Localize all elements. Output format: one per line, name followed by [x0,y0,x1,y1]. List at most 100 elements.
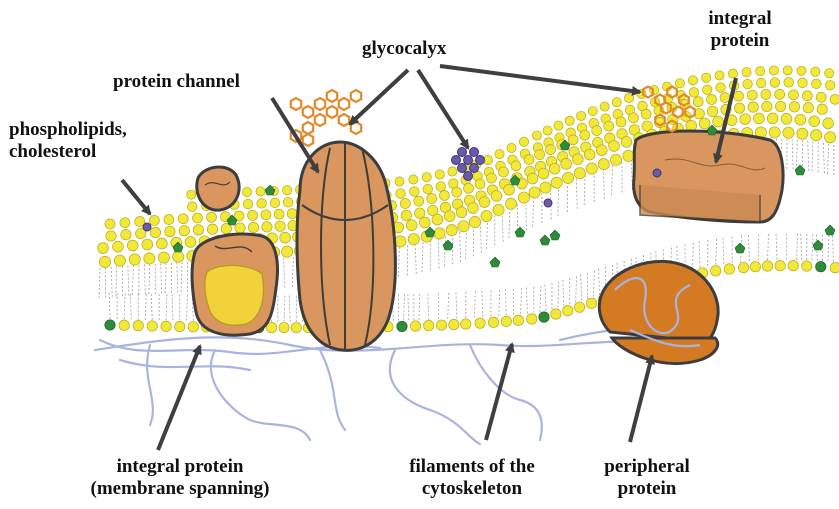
phospholipid-head [728,69,737,78]
phospholipid-head [612,98,621,107]
label-phospholipids-line2: cholesterol [9,141,127,163]
phospholipid-head [554,121,563,130]
phospholipid-head [532,131,541,140]
arrow-icon [630,356,652,442]
phospholipid-head [563,172,574,183]
phospholipid-head [495,149,504,158]
arrow-icon [440,66,640,92]
phospholipid-head [242,187,251,196]
phospholipid-head [274,209,284,219]
phospholipid-head [414,196,424,206]
phospholipid-head [783,127,794,138]
phospholipid-head [106,231,116,241]
filament [320,350,345,430]
phospholipid-head [577,111,586,120]
phospholipid-head [702,73,711,82]
sugar-ring [339,114,349,126]
phospholipid-head [650,86,659,95]
phospholipid-head [188,322,198,332]
phospholipid-head [715,71,724,80]
phospholipid-head [769,66,778,75]
label-filaments-line2: cytoskeleton [372,478,572,500]
phospholipid-head [261,210,271,220]
phospholipid-head [436,320,446,330]
phospholipid-head [161,321,171,331]
arrow-icon [122,180,150,214]
phospholipid-head [563,306,573,316]
integral-protein-core [205,265,264,325]
phospholipid-head [830,262,839,272]
phospholipid-head [243,199,253,209]
phospholipid-head [788,261,798,271]
filament [390,350,480,444]
phospholipid-head [574,302,584,312]
filament [211,350,310,440]
peripheral-protein [599,261,718,342]
phospholipid-head [446,224,457,235]
phospholipid-head [113,241,124,252]
phospholipid-head [396,189,406,199]
phospholipid-head [761,89,771,99]
sugar-bead [458,164,467,173]
phospholipid-head [280,232,291,243]
phospholipid-head [475,318,485,328]
phospholipid-head [561,158,572,169]
phospholipid-head [592,126,602,136]
filament [120,360,250,370]
phospholipid-head [762,101,772,111]
sugar-ring [351,90,361,102]
label-protein-channel: protein channel [113,71,240,93]
phospholipid-head [256,187,265,196]
phospholipid-head [586,298,596,308]
label-phospholipids: phospholipids, cholesterol [9,119,127,163]
phospholipid-head [809,116,820,127]
phospholipid-head [616,117,626,127]
phospholipid-head [817,104,827,114]
label-integral-bottom-line1: integral protein [60,456,300,478]
phospholipid-head [688,76,697,85]
phospholipid-head [769,127,780,138]
phospholipid-head [435,170,444,179]
phospholipid-head [185,237,196,248]
phospholipid-head [491,191,502,202]
phospholipid-head [406,220,417,231]
phospholipid-head [519,137,528,146]
phospholipid-head [628,113,638,123]
label-integral-protein-top: integral protein [695,8,785,52]
phospholipid-head [401,210,411,220]
label-integral-bottom-line2: (membrane spanning) [60,478,300,500]
phospholipid-head [675,79,684,88]
sugar-ring [303,134,313,146]
phospholipid-head [734,91,744,101]
phospholipid-head [488,317,498,327]
arrow-icon [158,346,200,450]
phospholipid-head [724,264,734,274]
filament [147,345,153,425]
phospholipid-head [824,132,835,143]
phospholipid-head [775,89,785,99]
phospholipid-head [775,261,785,271]
phospholipid-head [504,184,515,195]
phospholipid-head [621,137,632,148]
phospholipid-head [716,83,726,93]
phospholipid-head [427,193,437,203]
phospholipid-head [499,167,509,177]
phospholipid-head [811,130,822,141]
phospholipid-head [707,106,717,116]
phospholipid-head [475,179,485,189]
phospholipid-head [449,319,459,329]
phospholipid-head [743,79,753,89]
phospholipid-head [584,149,595,160]
phospholipid-head [797,128,808,139]
phospholipid-head [797,66,806,75]
phospholipid-head [144,253,155,264]
tail-upper [99,268,100,298]
phospholipid-head [750,261,760,271]
sugar-bead [464,172,473,181]
phospholipid-head [540,182,551,193]
protein-channel [297,142,395,350]
phospholipid-head [422,173,431,182]
cholesterol [425,227,435,237]
phospholipid-head [121,229,131,239]
